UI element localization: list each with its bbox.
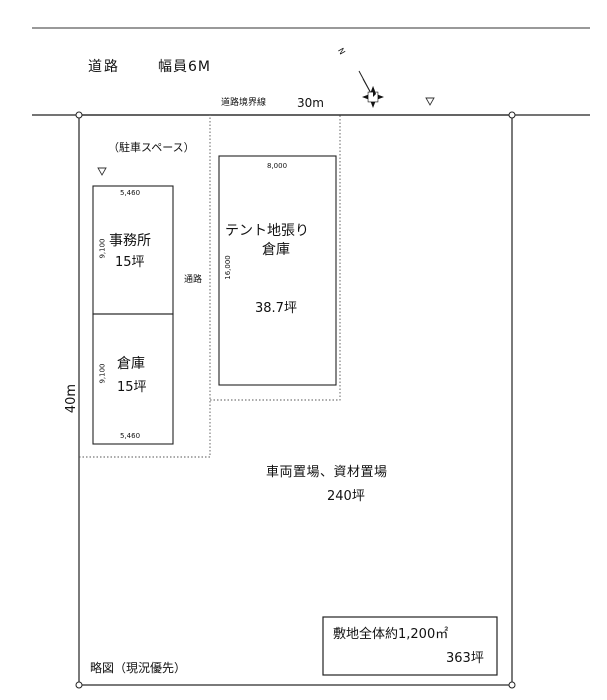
tent-width-dim: 8,000: [267, 162, 288, 170]
corner-marker: [508, 111, 516, 119]
corner-marker: [75, 681, 83, 689]
warehouse-width-dim: 5,460: [120, 432, 141, 440]
corner-marker: [75, 111, 83, 119]
tent-warehouse-building: [218, 155, 337, 386]
total-area-tsubo: 363坪: [446, 651, 484, 666]
warehouse-building: [92, 313, 174, 445]
frontage-dimension: 30m: [297, 96, 324, 110]
benchmark-triangle: [425, 97, 435, 106]
total-area-box: [322, 616, 498, 676]
yard-name: 車両置場、資材置場: [266, 465, 388, 480]
total-area-label: 敷地全体約1,200㎡: [333, 627, 449, 642]
warehouse-depth-dim: 9,100: [98, 363, 107, 384]
corner-marker: [508, 681, 516, 689]
benchmark-triangle: [97, 167, 107, 176]
site-depth-dimension: 40m: [64, 383, 80, 414]
tent-depth-dim: 16,000: [223, 255, 232, 280]
office-depth-dim: 9,100: [98, 238, 107, 259]
tent-area: 38.7坪: [255, 301, 297, 316]
north-arrow-icon: [358, 70, 384, 108]
office-width-dim: 5,460: [120, 189, 141, 197]
tent-name-line2: 倉庫: [262, 242, 290, 258]
tent-name-line1: テント地張り: [225, 223, 309, 239]
office-area: 15坪: [115, 255, 145, 270]
office-name: 事務所: [109, 233, 151, 249]
parking-space-label: （駐車スペース）: [108, 141, 195, 154]
road-width-label: 幅員6M: [158, 59, 211, 75]
road-label: 道路: [88, 59, 120, 75]
road-boundary-label: 道路境界線: [221, 98, 267, 108]
warehouse-name: 倉庫: [117, 356, 145, 372]
site-boundary: [78, 114, 513, 686]
yard-area: 240坪: [327, 489, 365, 504]
diagram-note: 略図（現況優先）: [90, 661, 187, 675]
warehouse-area: 15坪: [117, 380, 147, 395]
passage-label: 通路: [184, 275, 203, 285]
dotted-zone-boundary: [79, 115, 341, 458]
